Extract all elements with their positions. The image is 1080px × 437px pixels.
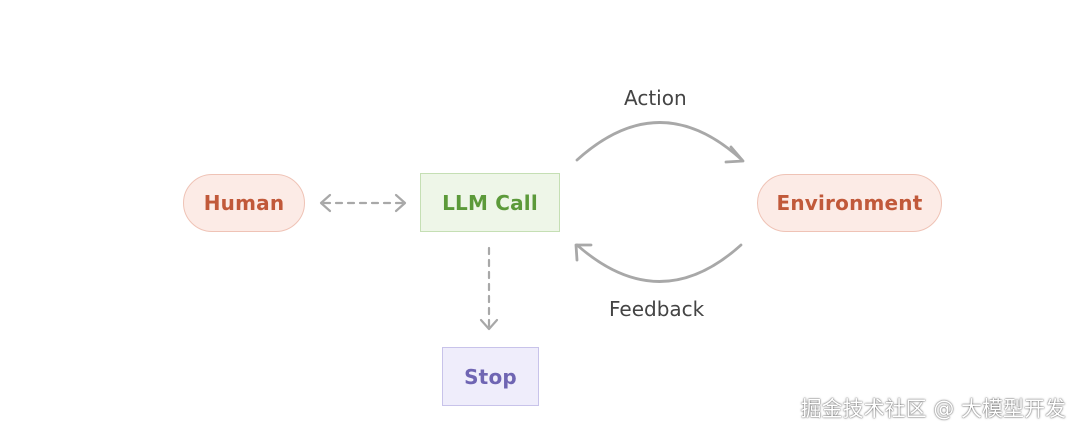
- environment-node: Environment: [757, 174, 942, 232]
- feedback-arrow: [574, 243, 743, 283]
- human-llm-dashed-arrow: [319, 193, 407, 213]
- feedback-label: Feedback: [609, 297, 705, 321]
- watermark-text: 掘金技术社区 @ 大模型开发: [800, 397, 1066, 421]
- action-arrow: [575, 121, 745, 164]
- llm-call-node: LLM Call: [420, 173, 560, 232]
- llm-stop-dashed-arrow: [479, 246, 499, 331]
- action-label: Action: [624, 86, 687, 110]
- stop-node: Stop: [442, 347, 539, 406]
- human-node: Human: [183, 174, 305, 232]
